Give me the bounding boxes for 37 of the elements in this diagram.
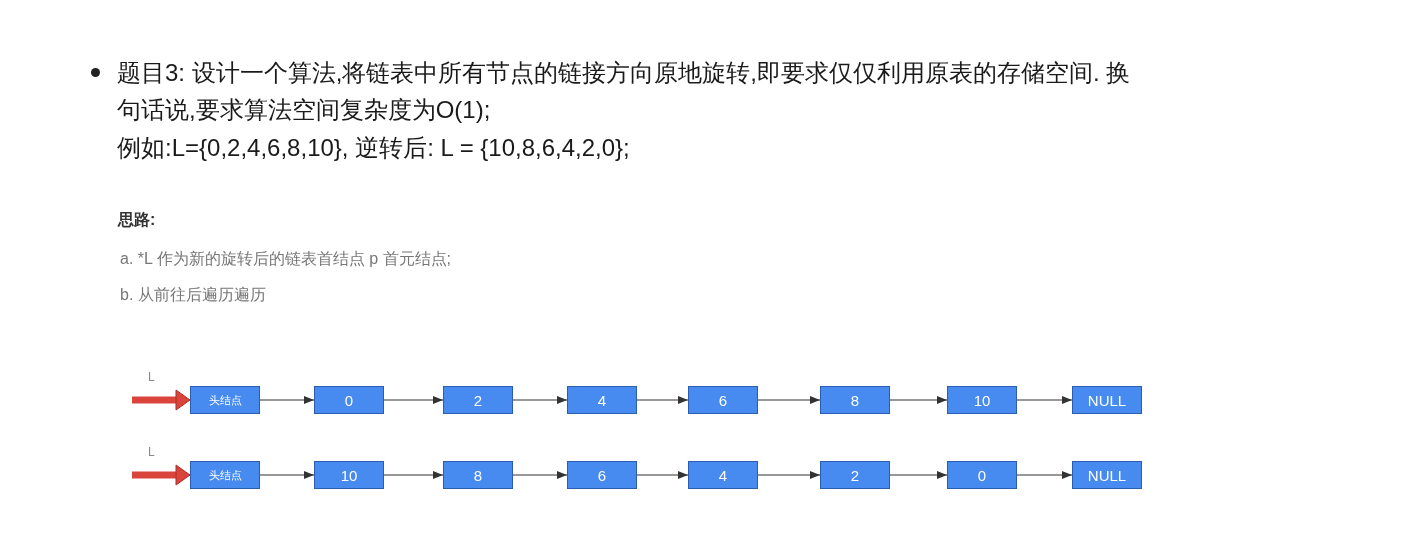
list-node-box: NULL <box>1072 461 1142 489</box>
list-node-box: 2 <box>443 386 513 414</box>
arrow <box>512 471 568 479</box>
list-node-box: 头结点 <box>190 461 260 489</box>
list-node-box: 8 <box>443 461 513 489</box>
list-node-box: NULL <box>1072 386 1142 414</box>
section-heading: 思路: <box>118 210 157 230</box>
list-node-box: 0 <box>314 386 384 414</box>
arrow <box>1016 471 1073 479</box>
list-node-box: 4 <box>688 461 758 489</box>
list-node-box: 0 <box>947 461 1017 489</box>
arrow <box>383 396 444 404</box>
edge-label: L <box>147 370 156 384</box>
arrow <box>636 471 689 479</box>
problem-text: 题目3: 设计一个算法,将链表中所有节点的链接方向原地旋转,即要求仅仅利用原表的存储空间. 换句话说,要求算法空间复杂度为O(1); <box>117 58 1132 125</box>
step-text: a. *L 作为新的旋转后的链表首结点 p 首元结点; <box>120 249 452 269</box>
list-node-box: 6 <box>688 386 758 414</box>
arrow <box>383 471 444 479</box>
list-node-box: 10 <box>314 461 384 489</box>
list-node-box: 6 <box>567 461 637 489</box>
list-node-box: 8 <box>820 386 890 414</box>
list-node-box: 4 <box>567 386 637 414</box>
arrow <box>757 471 821 479</box>
arrow <box>512 396 568 404</box>
arrow <box>757 396 821 404</box>
arrow <box>889 396 948 404</box>
list-node-box: 2 <box>820 461 890 489</box>
edge-label: L <box>147 445 156 459</box>
step-text: b. 从前往后遍历遍历 <box>120 285 267 305</box>
example-text: 例如:L={0,2,4,6,8,10}, 逆转后: L = {10,8,6,4,2,0}; <box>117 133 631 163</box>
arrow <box>259 471 315 479</box>
list-node-box: 头结点 <box>190 386 260 414</box>
arrow <box>1016 396 1073 404</box>
list-node-box: 10 <box>947 386 1017 414</box>
arrow <box>636 396 689 404</box>
arrow <box>889 471 948 479</box>
arrow <box>259 396 315 404</box>
